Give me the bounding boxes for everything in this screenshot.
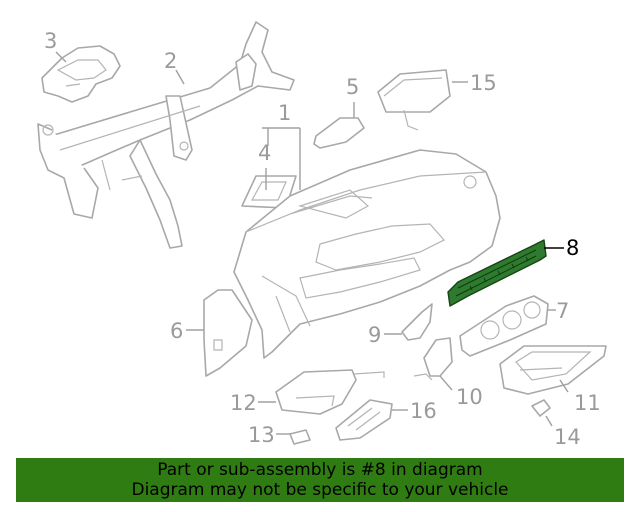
callout-12: 12 — [230, 391, 257, 415]
callout-5: 5 — [346, 75, 359, 99]
part-1-instrument-panel — [233, 149, 501, 359]
callout-10: 10 — [456, 385, 483, 409]
part-3-bracket — [41, 45, 121, 103]
part-15-display — [377, 69, 451, 131]
callout-2: 2 — [164, 49, 177, 73]
part-14-cap — [531, 399, 551, 417]
part-2-cross-beam — [37, 21, 295, 249]
callout-6: 6 — [170, 319, 183, 343]
leader-lines — [55, 51, 569, 435]
part-5-trim — [313, 117, 365, 149]
part-8-highlight — [447, 239, 547, 307]
part-6-side-panel — [203, 289, 253, 377]
callout-4: 4 — [258, 141, 271, 165]
part-4-panel — [241, 175, 297, 209]
callout-16: 16 — [410, 399, 437, 423]
banner-line-1: Part or sub-assembly is #8 in diagram — [157, 460, 483, 480]
part-9-clip — [401, 303, 433, 341]
part-7-vent-bezel — [459, 295, 549, 357]
callout-14: 14 — [554, 425, 581, 449]
callout-15: 15 — [470, 71, 497, 95]
parts-diagram: 3 2 1 4 5 15 6 8 7 9 10 11 12 16 13 14 — [37, 21, 607, 449]
callout-3: 3 — [44, 29, 57, 53]
callout-7: 7 — [556, 299, 569, 323]
part-11-tray — [499, 345, 607, 395]
part-10-switch — [413, 337, 453, 381]
part-13-switch — [289, 429, 311, 445]
callout-13: 13 — [248, 423, 275, 447]
banner-line-2: Diagram may not be specific to your vehi… — [131, 480, 509, 500]
callout-11: 11 — [574, 391, 601, 415]
part-12-bracket — [275, 369, 385, 415]
disclaimer-banner: Part or sub-assembly is #8 in diagram Di… — [16, 458, 624, 502]
callout-8: 8 — [566, 236, 579, 260]
callout-1: 1 — [278, 101, 291, 125]
callout-9: 9 — [368, 323, 381, 347]
part-16-module — [335, 399, 393, 441]
